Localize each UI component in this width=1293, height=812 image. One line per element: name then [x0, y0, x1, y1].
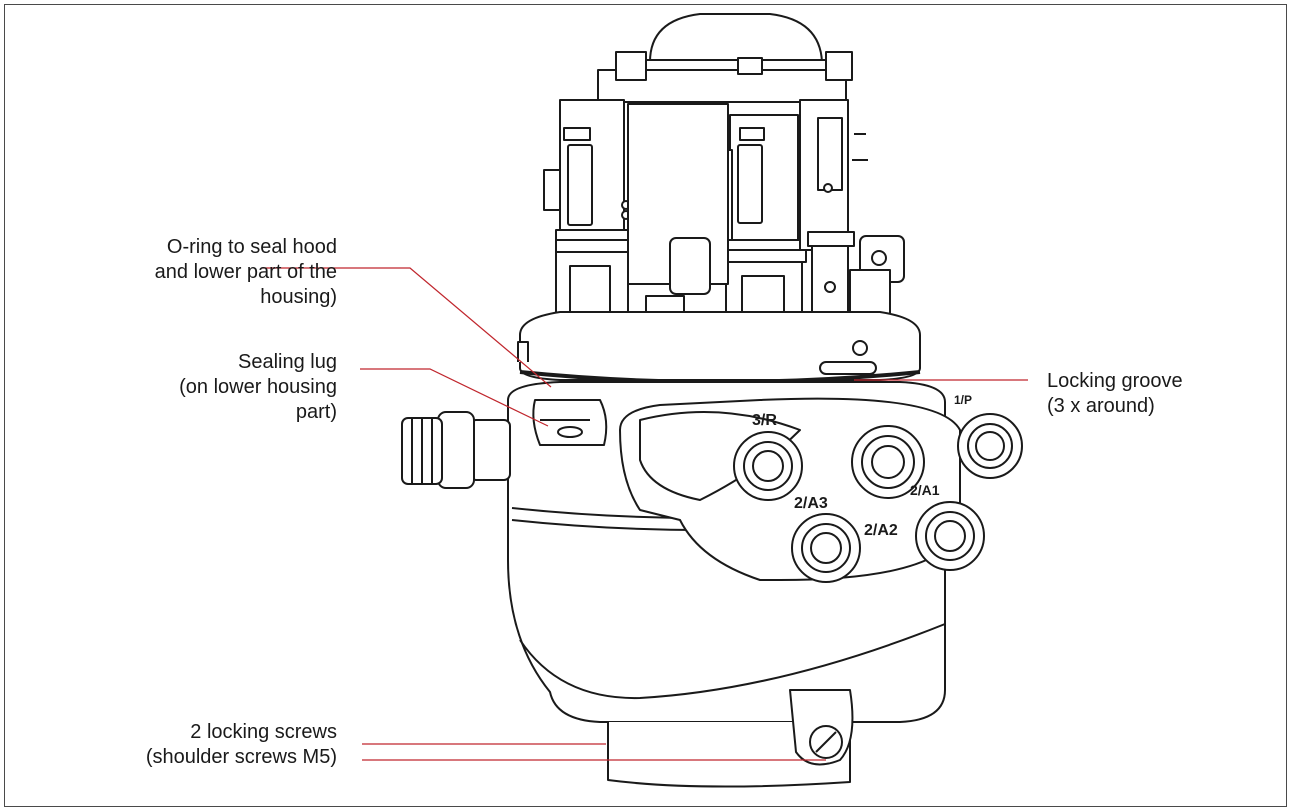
- callout-oring-line-3: housing): [260, 286, 337, 308]
- port-label-2a3: 2/A3: [794, 495, 828, 512]
- port-label-2a2: 2/A2: [864, 522, 898, 539]
- cable-gland: [401, 411, 511, 489]
- callout-sealing-lug-line-1: Sealing lug: [238, 351, 337, 373]
- dome-cap: [649, 13, 823, 63]
- callout-sealing-lug-line-2: (on lower housing: [179, 376, 337, 398]
- port-label-1p: 1/P: [954, 393, 972, 407]
- callout-locking-screws-line-1: 2 locking screws: [190, 721, 337, 743]
- port-2a3: [791, 513, 861, 583]
- callout-oring-line-1: O-ring to seal hood: [166, 236, 337, 258]
- callout-oring-line-2: and lower part of the: [154, 261, 337, 283]
- port-label-2a1: 2/A1: [910, 482, 940, 498]
- port-2a2: [915, 501, 985, 571]
- pilot-valve-right: [799, 99, 868, 337]
- callout-locking-screws: 2 locking screws (shoulder screws M5): [146, 720, 337, 770]
- leader-oring: [262, 267, 552, 388]
- sealing-lug: [532, 399, 608, 446]
- leader-lines: [262, 267, 1028, 761]
- port-2a1: [851, 425, 925, 499]
- callout-locking-groove-line-2: (3 x around): [1047, 395, 1155, 417]
- locking-groove-slot: [819, 361, 877, 375]
- callout-sealing-lug-line-3: part): [295, 401, 337, 423]
- leader-sealing-lug: [360, 368, 549, 427]
- pilot-valve-left: [543, 99, 637, 349]
- callout-locking-screws-line-2: (shoulder screws M5): [145, 746, 337, 768]
- callout-locking-groove-line-1: Locking groove: [1047, 370, 1183, 392]
- callout-oring: O-ring to seal hood and lower part of th…: [155, 235, 337, 310]
- upper-ring: [519, 311, 921, 381]
- callout-locking-groove: Locking groove (3 x around): [1047, 369, 1183, 419]
- callout-sealing-lug: Sealing lug (on lower housing part): [179, 350, 337, 425]
- port-1p: [957, 413, 1023, 479]
- port-3r: [733, 431, 803, 501]
- port-label-3r: 3/R: [752, 412, 777, 429]
- bottom-stem: [607, 722, 851, 788]
